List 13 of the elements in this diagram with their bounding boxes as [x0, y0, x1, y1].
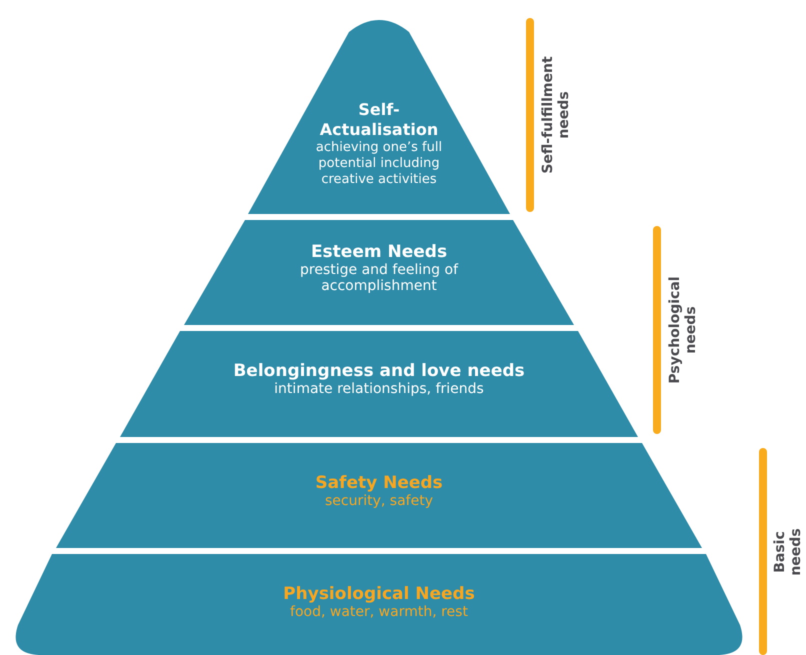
group-label: Basic needs	[772, 526, 805, 578]
level-description: achieving one’s full potential including creative activities	[314, 140, 444, 188]
level-title: Self-Actualisation	[318, 100, 440, 140]
level-description: security, safety	[324, 493, 434, 509]
level-title: Safety Needs	[314, 473, 444, 493]
level-title: Physiological Needs	[282, 584, 476, 604]
group-label: Sefl-fulfillment needs	[540, 55, 573, 176]
level-description: prestige and feeling of accomplishment	[299, 262, 460, 294]
level-title: Esteem Needs	[310, 242, 448, 262]
level-title: Belongingness and love needs	[232, 361, 526, 381]
group-label: Psychological needs	[667, 275, 700, 386]
level-description: intimate relationships, friends	[273, 381, 485, 397]
level-description: food, water, warmth, rest	[289, 604, 469, 620]
